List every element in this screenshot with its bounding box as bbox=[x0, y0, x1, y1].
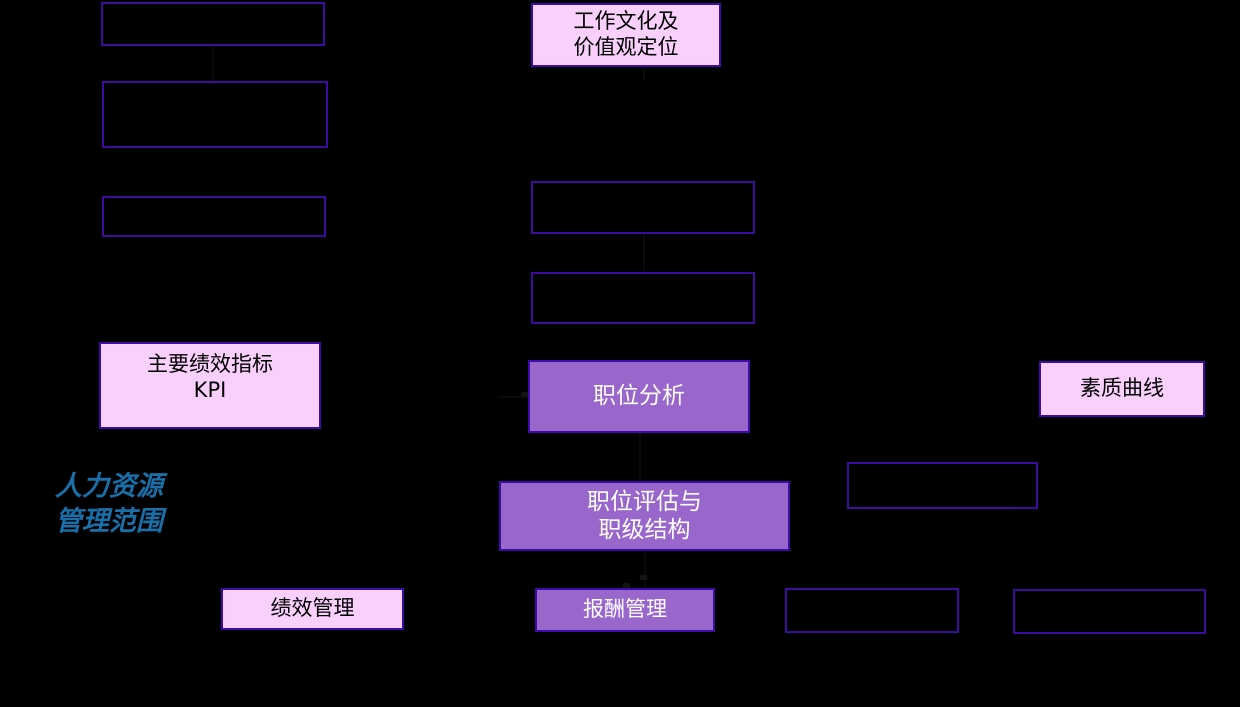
box-work-culture-label: 工作文化及 价值观定位 bbox=[573, 9, 679, 59]
connector-line bbox=[643, 66, 645, 80]
box-work-culture[interactable]: 工作文化及 价值观定位 bbox=[531, 3, 721, 67]
box-empty-r-mid[interactable] bbox=[847, 462, 1038, 509]
box-empty-mid-1[interactable] bbox=[531, 181, 755, 234]
box-job-analysis-label: 职位分析 bbox=[593, 383, 685, 410]
box-empty-tl-2[interactable] bbox=[102, 81, 328, 148]
connector-line bbox=[643, 232, 645, 274]
connector-line bbox=[212, 44, 214, 84]
box-job-analysis[interactable]: 职位分析 bbox=[528, 360, 750, 433]
connector-arrow-icon bbox=[640, 575, 647, 580]
box-competency-label: 素质曲线 bbox=[1080, 376, 1164, 401]
connector-line bbox=[644, 551, 646, 589]
box-perf-mgmt-label: 绩效管理 bbox=[270, 596, 355, 621]
connector-arrow-icon bbox=[521, 392, 528, 397]
box-kpi[interactable]: 主要绩效指标 KPI bbox=[99, 342, 321, 429]
scope-label: 人力资源 管理范围 bbox=[55, 471, 163, 537]
connector-arrow-icon bbox=[623, 583, 630, 588]
box-empty-mid-2[interactable] bbox=[531, 272, 755, 324]
box-empty-b-1[interactable] bbox=[785, 588, 959, 633]
box-job-eval[interactable]: 职位评估与 职级结构 bbox=[499, 481, 790, 551]
connector-line bbox=[639, 433, 641, 481]
connector-line bbox=[860, 508, 1010, 510]
box-empty-b-2[interactable] bbox=[1013, 589, 1206, 634]
box-empty-tl-1[interactable] bbox=[101, 2, 325, 46]
box-comp-mgmt-label: 报酬管理 bbox=[583, 597, 667, 622]
box-perf-mgmt[interactable]: 绩效管理 bbox=[221, 588, 404, 630]
box-empty-tl-3[interactable] bbox=[102, 196, 326, 237]
box-kpi-label: 主要绩效指标 KPI bbox=[147, 352, 273, 402]
box-comp-mgmt[interactable]: 报酬管理 bbox=[535, 588, 715, 632]
box-job-eval-label: 职位评估与 职级结构 bbox=[587, 488, 702, 543]
connector-line bbox=[498, 396, 530, 398]
box-competency[interactable]: 素质曲线 bbox=[1039, 361, 1205, 417]
